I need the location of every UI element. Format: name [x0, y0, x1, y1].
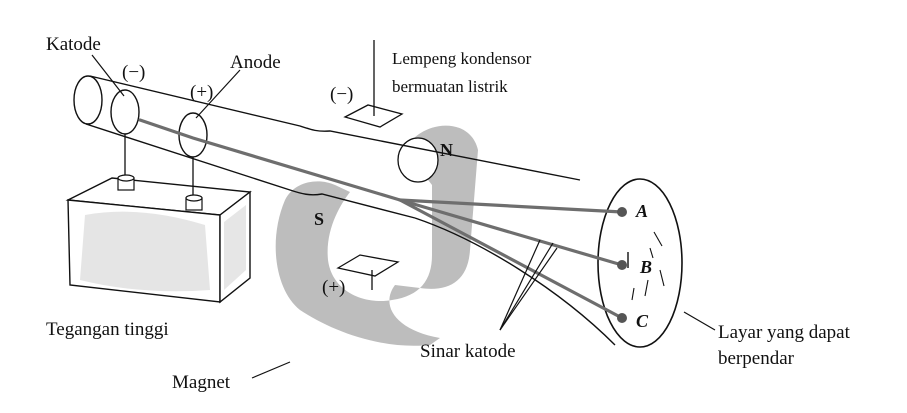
katode-sign: (−): [122, 62, 145, 83]
fluorescent-screen: [597, 178, 683, 348]
magnet-south-label: S: [314, 209, 324, 229]
screen-label-line2: berpendar: [718, 348, 795, 369]
magnet-label: Magnet: [172, 372, 231, 393]
glass-tube: [73, 75, 616, 346]
point-b-label: B: [639, 257, 652, 277]
plate-bottom-sign: (+): [322, 277, 345, 298]
anode-label: Anode: [230, 52, 281, 73]
anode-disc: [178, 112, 208, 158]
high-voltage-label: Tegangan tinggi: [46, 319, 169, 340]
plate-desc-line1: Lempeng kondensor: [392, 49, 532, 68]
cathode-disc: [110, 89, 140, 135]
plate-top-sign: (−): [330, 84, 353, 105]
point-b-dot: [617, 260, 627, 270]
capacitor-plate-top: [343, 40, 404, 128]
cathode-rays: [138, 118, 624, 320]
impact-points: [617, 207, 627, 323]
anode-sign: (+): [190, 82, 213, 103]
capacitor-plate-bottom: [336, 254, 400, 290]
leader-lines: [91, 54, 716, 379]
point-a-label: A: [635, 201, 648, 221]
plate-desc-line2: bermuatan listrik: [392, 77, 508, 96]
point-c-label: C: [636, 311, 649, 331]
electrode-wires: [124, 132, 194, 195]
magnet-north-label: N: [440, 140, 453, 160]
point-c-dot: [617, 313, 627, 323]
cathode-rays-label: Sinar katode: [420, 341, 516, 362]
katode-label: Katode: [46, 34, 101, 55]
high-voltage-source: [65, 174, 252, 304]
magnet: [275, 125, 478, 346]
screen-label-line1: Layar yang dapat: [718, 322, 851, 343]
point-a-dot: [617, 207, 627, 217]
